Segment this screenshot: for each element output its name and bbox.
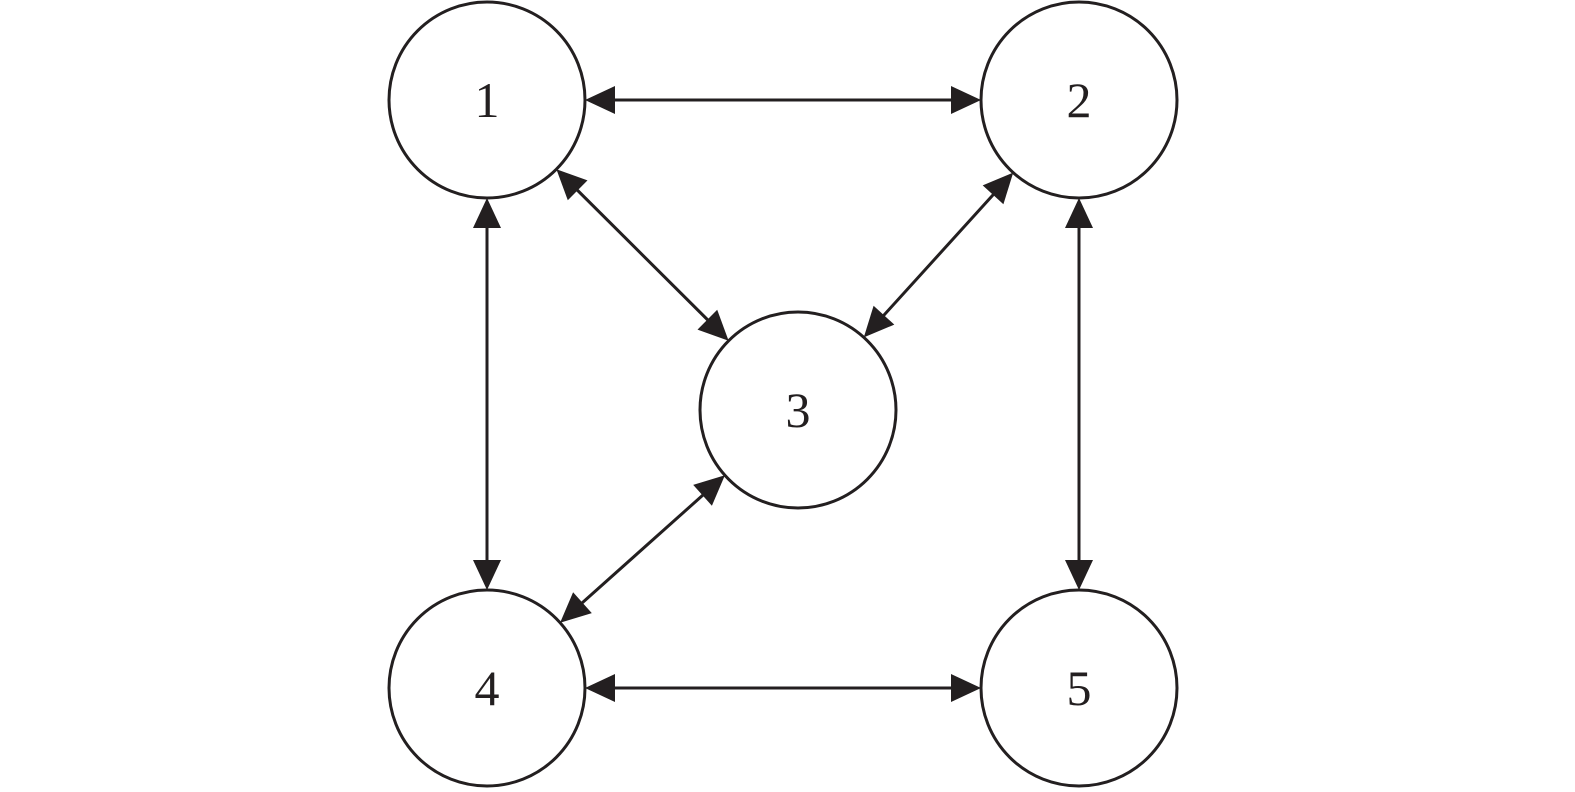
- edges-layer: [473, 86, 1093, 702]
- edge-line: [575, 187, 710, 323]
- arrowhead-to-node-4: [560, 592, 592, 623]
- node-5: 5: [979, 588, 1179, 788]
- node-2: 2: [979, 0, 1179, 200]
- node-circle: [698, 310, 898, 510]
- node-1: 1: [387, 0, 587, 200]
- node-circle: [387, 0, 587, 200]
- arrowhead-to-node-1: [556, 169, 588, 201]
- edge-1-3: [556, 169, 729, 341]
- node-3: 3: [698, 310, 898, 510]
- node-label: 3: [786, 382, 811, 438]
- node-label: 5: [1067, 660, 1092, 716]
- edge-1-4: [473, 198, 501, 590]
- node-label: 4: [475, 660, 500, 716]
- arrowhead-to-node-2: [982, 172, 1014, 205]
- node-label: 1: [475, 72, 500, 128]
- edge-line: [579, 492, 706, 606]
- arrowhead-to-node-1: [473, 198, 501, 228]
- node-label: 2: [1067, 72, 1092, 128]
- edge-1-2: [585, 86, 981, 114]
- nodes-layer: 1 2 3 4 5: [387, 0, 1179, 788]
- arrowhead-to-node-4: [473, 560, 501, 590]
- arrowhead-to-node-2: [1065, 198, 1093, 228]
- arrowhead-to-node-3: [863, 305, 895, 338]
- edge-line: [881, 192, 996, 318]
- node-circle: [979, 0, 1179, 200]
- edge-2-3: [863, 172, 1014, 338]
- arrowhead-to-node-3: [693, 475, 725, 506]
- arrowhead-to-node-5: [951, 674, 981, 702]
- node-circle: [979, 588, 1179, 788]
- arrowhead-to-node-3: [697, 309, 729, 341]
- edge-2-5: [1065, 198, 1093, 590]
- edge-3-4: [560, 475, 725, 623]
- arrowhead-to-node-2: [951, 86, 981, 114]
- arrowhead-to-node-5: [1065, 560, 1093, 590]
- node-circle: [387, 588, 587, 788]
- node-4: 4: [387, 588, 587, 788]
- arrowhead-to-node-1: [585, 86, 615, 114]
- arrowhead-to-node-4: [585, 674, 615, 702]
- edge-4-5: [585, 674, 981, 702]
